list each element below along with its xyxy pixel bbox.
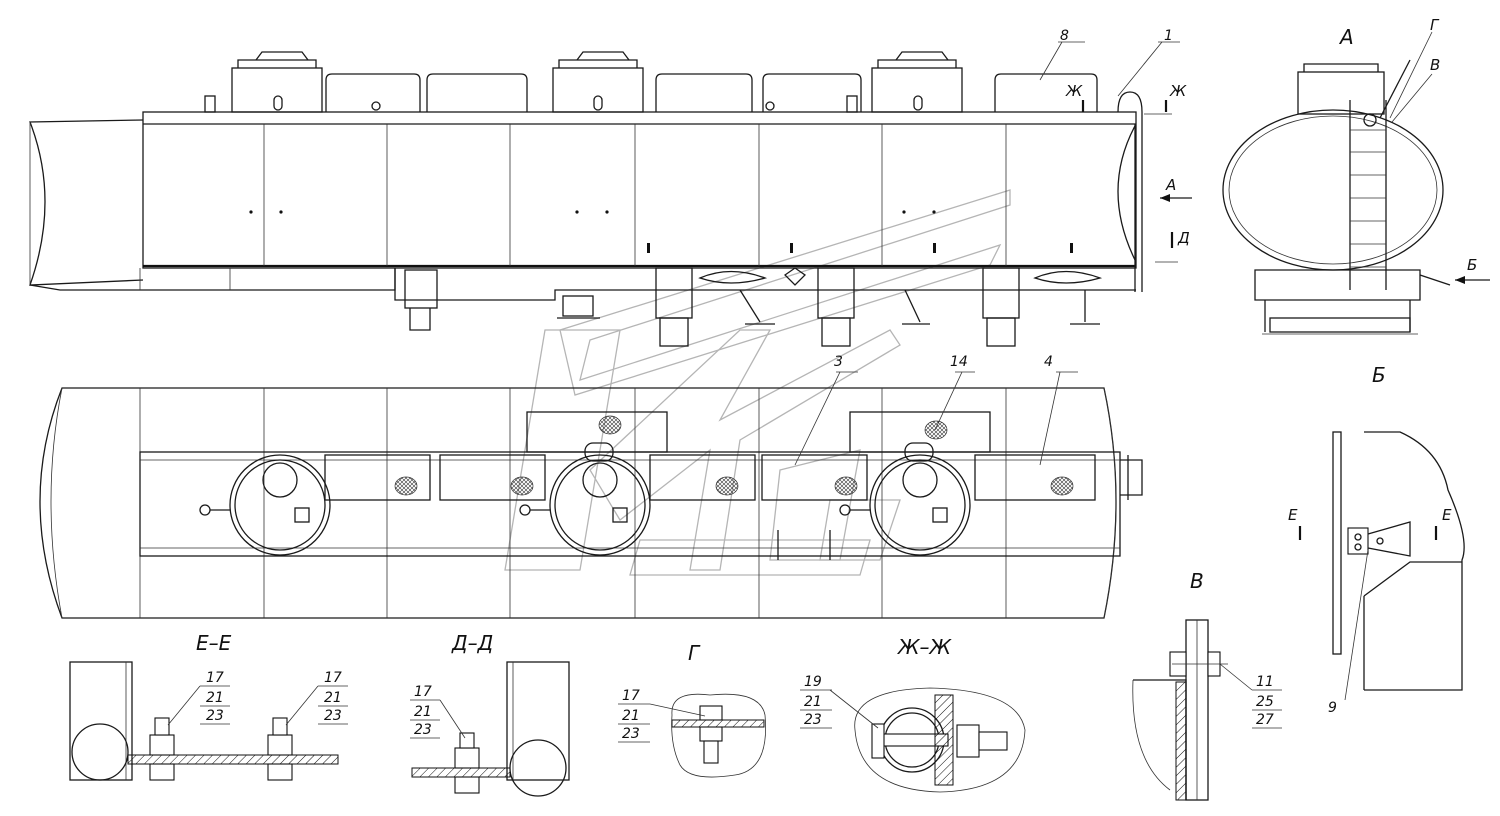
fraction-zhzh-1: 19 [804, 674, 822, 690]
view-arrow-b: Б [1467, 256, 1477, 274]
section-ee: Е–Е 17 21 23 17 21 23 [69, 631, 348, 781]
mark-g: Г [1430, 16, 1440, 34]
axle-group-3 [982, 267, 1103, 347]
callout-3: 3 [834, 354, 843, 370]
section-mark-e-right: Е [1442, 506, 1452, 524]
axle-group-2 [783, 267, 930, 347]
side-view: Ж Ж А Д 8 1 [29, 28, 1192, 347]
section-dd: Д–Д 17 21 23 [410, 631, 570, 797]
grating-patches [394, 415, 1074, 496]
manhole-domes [231, 51, 963, 113]
view-g-detail: Г 17 21 23 [618, 641, 766, 778]
plan-view: 3 14 4 [39, 354, 1143, 619]
section-mark-e-left: Е [1288, 506, 1298, 524]
panel-marks [249, 210, 1073, 253]
manhole-covers-plan [199, 442, 971, 556]
fraction-ee-left-3: 23 [206, 708, 224, 724]
section-title-dd: Д–Д [451, 631, 493, 655]
background-watermark [504, 189, 1011, 576]
callout-4: 4 [1044, 354, 1053, 370]
fraction-dd-1: 17 [414, 684, 432, 700]
fraction-g-3: 23 [622, 726, 640, 742]
fraction-dd-2: 21 [414, 704, 432, 720]
callout-14: 14 [950, 354, 968, 370]
end-view-a: А Г В Б Б [1222, 16, 1490, 387]
shell-panel-dividers [263, 124, 1007, 266]
callout-9: 9 [1328, 700, 1337, 716]
fraction-v-2: 25 [1256, 694, 1274, 710]
fraction-v-1: 11 [1256, 674, 1274, 690]
section-mark-zh-right: Ж [1169, 82, 1187, 100]
mark-v: В [1430, 56, 1440, 74]
ladder-mount-detail: Е Е 9 [1288, 431, 1465, 716]
section-title-ee: Е–Е [196, 631, 232, 655]
fraction-g-1: 17 [622, 688, 640, 704]
callout-1: 1 [1164, 28, 1173, 44]
view-title-g: Г [688, 641, 701, 665]
section-mark-zh-left: Ж [1065, 82, 1083, 100]
fraction-zhzh-3: 23 [804, 712, 822, 728]
fraction-ee-left-1: 17 [206, 670, 224, 686]
fraction-ee-left-2: 21 [206, 690, 224, 706]
view-v-detail: В 11 25 27 [1132, 569, 1282, 801]
callout-8: 8 [1060, 28, 1069, 44]
axle-group-1 [655, 267, 775, 347]
section-zhzh: Ж–Ж 19 21 23 [800, 635, 1026, 793]
fraction-dd-3: 23 [414, 722, 432, 738]
fraction-ee-right-2: 21 [324, 690, 342, 706]
fraction-v-3: 27 [1256, 712, 1274, 728]
section-title-zhzh: Ж–Ж [896, 635, 953, 659]
fraction-ee-right-1: 17 [324, 670, 342, 686]
fraction-g-2: 21 [622, 708, 640, 724]
fraction-ee-right-3: 23 [324, 708, 342, 724]
walkway-railing [325, 73, 1098, 112]
view-label-a: А [1338, 25, 1354, 49]
view-title-v: В [1190, 569, 1204, 593]
view-label-b: Б [1372, 363, 1386, 387]
section-mark-d: Д [1177, 229, 1190, 247]
view-arrow-a: А [1165, 176, 1176, 194]
fraction-zhzh-2: 21 [804, 694, 822, 710]
